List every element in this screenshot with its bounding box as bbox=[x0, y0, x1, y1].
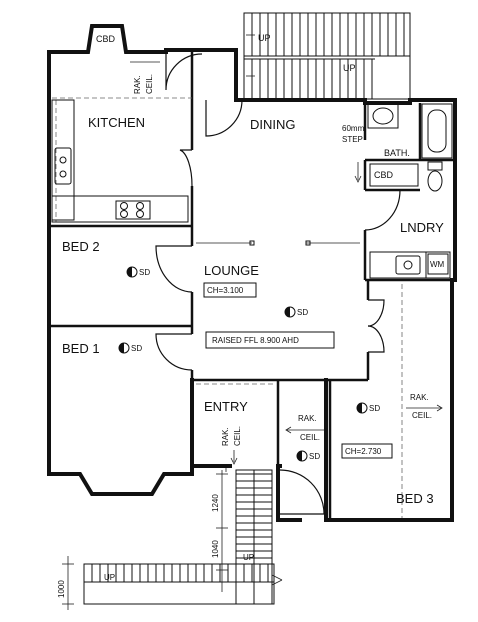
rak-ceil-kitchen-2: CEIL. bbox=[145, 74, 154, 94]
room-label-dining: DINING bbox=[250, 117, 296, 132]
cbd-label: CBD bbox=[96, 34, 116, 44]
svg-text:SD: SD bbox=[309, 452, 320, 461]
room-label-bed1: BED 1 bbox=[62, 341, 100, 356]
top-stairs: UP UP bbox=[243, 12, 411, 100]
room-label-bath: BATH. bbox=[384, 148, 410, 158]
svg-text:SD: SD bbox=[297, 308, 308, 317]
room-label-kitchen: KITCHEN bbox=[88, 115, 145, 130]
stair-up-label: UP bbox=[243, 553, 254, 562]
step-note-top: 60mm bbox=[342, 124, 365, 133]
rak-ceil-bed3-1: RAK. bbox=[410, 393, 429, 402]
svg-text:SD: SD bbox=[139, 268, 150, 277]
stair-up-label: UP bbox=[104, 573, 115, 582]
dimension-1240: 1240 bbox=[211, 494, 220, 512]
rak-ceil-centre-2: CEIL. bbox=[300, 433, 320, 442]
interior-walls bbox=[49, 52, 455, 518]
room-label-entry: ENTRY bbox=[204, 399, 248, 414]
bath-fixtures bbox=[367, 103, 453, 192]
dimensions: 1240 1040 1000 bbox=[57, 470, 228, 610]
step-note-bottom: STEP bbox=[342, 135, 363, 144]
smoke-detectors: SD SD SD SD SD bbox=[118, 266, 380, 462]
ceiling-height-bed3: CH=2.730 bbox=[345, 447, 382, 456]
entry-stairs: UP bbox=[235, 469, 273, 605]
exterior-walls bbox=[47, 24, 457, 522]
dimension-1040: 1040 bbox=[211, 540, 220, 558]
lower-stairs: UP bbox=[83, 563, 275, 605]
stair-up-label: UP bbox=[343, 63, 356, 73]
room-label-bed3: BED 3 bbox=[396, 491, 434, 506]
svg-text:SD: SD bbox=[369, 404, 380, 413]
smoke-detector-icon: SD bbox=[126, 266, 150, 278]
wm-label: WM bbox=[430, 260, 445, 269]
room-label-laundry: LNDRY bbox=[400, 220, 444, 235]
room-labels: KITCHEN DINING BED 2 LOUNGE BED 1 ENTRY … bbox=[62, 115, 444, 506]
rak-ceil-centre-1: RAK. bbox=[298, 414, 317, 423]
ceiling-height-lounge: CH=3.100 bbox=[207, 286, 244, 295]
notes: 60mm STEP CH=3.100 RAISED FFL 8.900 AHD … bbox=[130, 61, 443, 465]
rak-ceil-kitchen-1: RAK. bbox=[133, 75, 142, 94]
room-label-lounge: LOUNGE bbox=[204, 263, 259, 278]
dimension-1000: 1000 bbox=[57, 580, 66, 598]
cupboards: CBD CBD WM bbox=[96, 34, 449, 275]
svg-text:SD: SD bbox=[131, 344, 142, 353]
laundry-fixtures bbox=[369, 163, 451, 279]
lounge-bars bbox=[196, 240, 360, 246]
smoke-detector-icon: SD bbox=[284, 306, 308, 318]
smoke-detector-icon: SD bbox=[296, 450, 320, 462]
smoke-detector-icon: SD bbox=[356, 402, 380, 414]
rak-ceil-entry-2: CEIL. bbox=[233, 426, 242, 446]
smoke-detector-icon: SD bbox=[118, 342, 142, 354]
cbd-label: CBD bbox=[374, 170, 394, 180]
kitchen-bench bbox=[51, 99, 189, 223]
rak-ceil-bed3-2: CEIL. bbox=[412, 411, 432, 420]
rak-ceil-entry-1: RAK. bbox=[221, 427, 230, 446]
doors bbox=[155, 53, 401, 586]
raised-ffl-note: RAISED FFL 8.900 AHD bbox=[212, 336, 299, 345]
room-label-bed2: BED 2 bbox=[62, 239, 100, 254]
stair-up-label: UP bbox=[258, 33, 271, 43]
